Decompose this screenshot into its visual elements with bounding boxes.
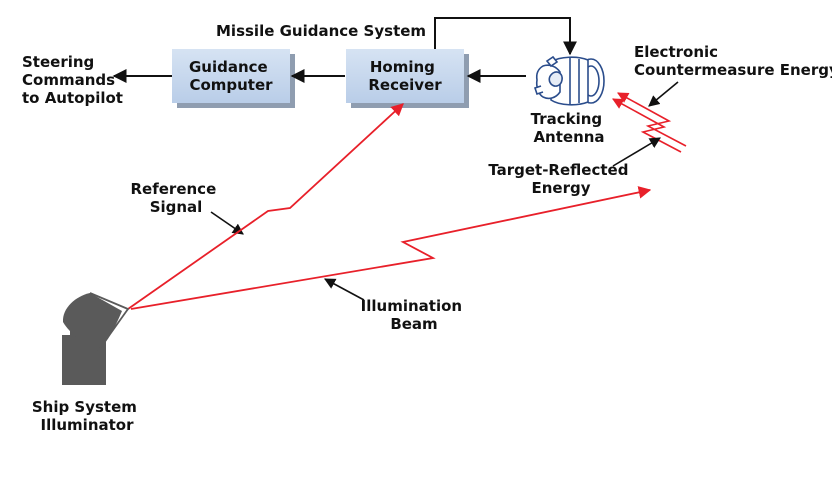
steering-line-2: Commands [22,71,115,89]
illumination-beam-line-1: Illumination [361,297,462,315]
reference-signal-path [127,103,404,310]
illumination-beam-path [130,186,652,310]
steering-line-3: to Autopilot [22,89,123,107]
reference-signal-line-2: Signal [150,198,203,216]
countermeasure-pointer [648,81,679,107]
tracking-antenna-line-2: Antenna [533,128,604,146]
guidance-computer-line-2: Computer [189,76,273,94]
homing-receiver-line-2: Receiver [368,76,442,94]
tracking-antenna-line-1: Tracking [531,110,603,128]
illumination-beam-pointer [324,278,365,301]
svg-text:Guidance Computer: Guidance Computer [189,58,273,94]
guidance-computer-line-1: Guidance [189,58,268,76]
steering-label: Steering Commands to Autopilot [22,53,123,107]
homing-receiver-block: Homing Receiver [346,49,469,108]
tracking-antenna-icon [533,55,605,106]
guidance-computer-block: Guidance Computer [172,49,295,108]
ship-illuminator-icon [62,292,130,385]
countermeasure-line-1: Electronic [634,43,718,61]
ship-illuminator-line-1: Ship System [32,398,137,416]
svg-text:Homing Receiver: Homing Receiver [368,58,442,94]
tracking-antenna-label: Tracking Antenna [531,110,608,146]
target-reflected-pointer [612,137,661,167]
target-reflected-line-1: Target-Reflected [488,161,628,179]
homing-receiver-line-1: Homing [370,58,435,76]
reference-signal-pointer [210,211,244,235]
target-reflected-line-2: Energy [531,179,590,197]
receiver-to-antenna-feedback [434,17,577,56]
countermeasure-signal [612,92,687,153]
reference-signal-line-1: Reference [131,180,217,198]
ship-illuminator-label: Ship System Illuminator [32,398,142,434]
illumination-beam-line-2: Beam [390,315,437,333]
system-title: Missile Guidance System [216,22,426,40]
target-reflected-label: Target-Reflected Energy [488,161,633,197]
reference-signal-label: Reference Signal [131,180,222,216]
illumination-beam-label: Illumination Beam [361,297,468,333]
steering-line-1: Steering [22,53,94,71]
ship-illuminator-line-2: Illuminator [41,416,135,434]
countermeasure-line-2: Countermeasure Energy [634,61,832,79]
countermeasure-label: Electronic Countermeasure Energy [634,43,832,79]
